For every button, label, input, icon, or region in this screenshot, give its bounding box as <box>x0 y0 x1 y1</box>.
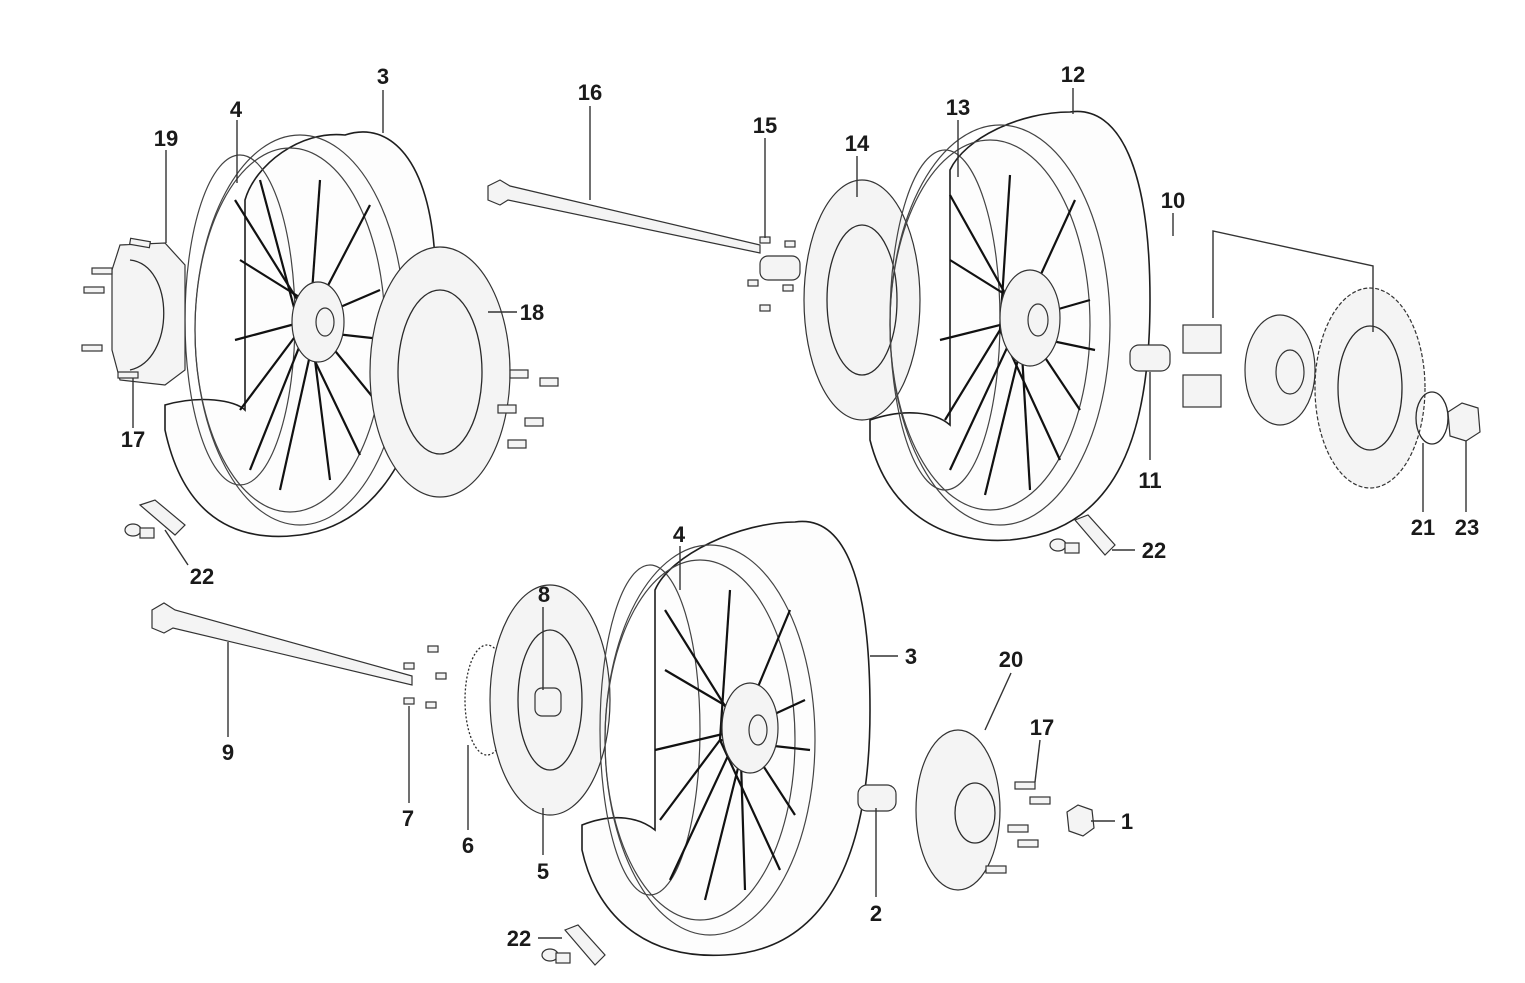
callout-20: 20 <box>999 647 1023 672</box>
callout-4-front: 4 <box>673 522 686 547</box>
nut-23 <box>1447 402 1481 442</box>
hub-cover-20 <box>915 729 1001 891</box>
screws-17-front <box>985 781 1051 874</box>
callout-21: 21 <box>1411 515 1435 540</box>
callout-14: 14 <box>845 131 870 156</box>
callout-3-front: 3 <box>905 644 917 669</box>
callout-6: 6 <box>462 833 474 858</box>
tyre-valve-22-mid <box>1049 514 1116 556</box>
axle-nut-1 <box>1066 804 1095 837</box>
sprocket <box>1314 287 1426 489</box>
callout-22-rear: 22 <box>190 564 214 589</box>
callout-8: 8 <box>538 582 550 607</box>
callout-labels: 3 4 19 17 18 22 16 15 14 13 12 11 10 21 … <box>121 62 1479 951</box>
callout-4-rear: 4 <box>230 97 243 122</box>
callout-17-front: 17 <box>1030 715 1054 740</box>
brake-disc-18 <box>369 246 511 498</box>
bolts-18 <box>497 369 559 449</box>
callout-5: 5 <box>537 859 549 884</box>
callout-3-rear: 3 <box>377 64 389 89</box>
rear-axle-16 <box>487 179 761 254</box>
sprocket-carrier-10 <box>1182 287 1426 489</box>
callout-12: 12 <box>1061 62 1085 87</box>
front-axle-9 <box>151 602 413 686</box>
callout-7: 7 <box>402 806 414 831</box>
callout-15: 15 <box>753 113 777 138</box>
callout-2: 2 <box>870 901 882 926</box>
brake-disc-14 <box>803 179 921 421</box>
spacer-15 <box>759 255 801 281</box>
hub-cover-19 <box>111 242 186 386</box>
callout-10: 10 <box>1161 188 1185 213</box>
callout-19: 19 <box>154 126 178 151</box>
callout-9: 9 <box>222 740 234 765</box>
disc-screws-7 <box>403 645 447 709</box>
disc-screws-15 <box>747 236 796 312</box>
hub-bore <box>315 307 335 337</box>
callout-18: 18 <box>520 300 544 325</box>
callout-17-rear: 17 <box>121 427 145 452</box>
callout-1: 1 <box>1121 809 1133 834</box>
callout-11: 11 <box>1138 468 1161 493</box>
callout-16: 16 <box>578 80 602 105</box>
tyre-valve-22-bottom <box>541 924 606 966</box>
screws-17-rear <box>81 237 152 379</box>
spacer-11 <box>1129 344 1171 372</box>
spacer-2 <box>857 784 897 812</box>
callout-22-front: 22 <box>507 926 531 951</box>
wheel-front <box>581 520 871 957</box>
callout-23: 23 <box>1455 515 1479 540</box>
tyre-valve-22-left <box>124 499 186 539</box>
callout-13: 13 <box>946 95 970 120</box>
spacer-8 <box>534 687 562 717</box>
wheel-top-right <box>869 110 1151 542</box>
leader-lines <box>132 88 1467 939</box>
callout-22-mid: 22 <box>1142 538 1166 563</box>
